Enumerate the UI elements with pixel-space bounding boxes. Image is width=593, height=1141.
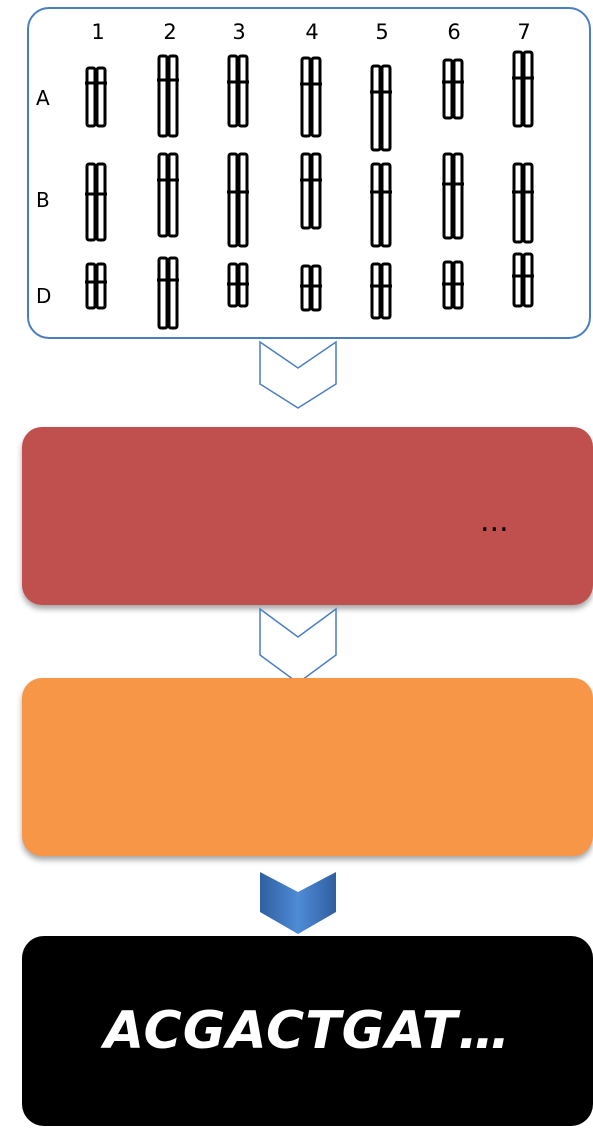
chromosome-icon <box>157 256 179 330</box>
ellipsis: ... <box>480 504 509 539</box>
chromosome-number: 2 <box>163 20 177 44</box>
chromosome-icon <box>85 162 107 242</box>
chromosome-icon <box>227 54 249 128</box>
chromosome-icon <box>442 260 464 310</box>
chromosome-icon <box>370 262 392 320</box>
genome-label: D <box>36 284 52 308</box>
chromosome-icon <box>85 66 107 128</box>
chromosome-number: 3 <box>232 20 246 44</box>
chromosome-icon <box>512 252 534 308</box>
chromosome-icon <box>370 162 392 248</box>
chromosome-icon <box>512 162 534 244</box>
sequence-panel: ACGACTGAT… <box>22 936 593 1126</box>
flow-sorting-panel <box>22 427 593 605</box>
chromosome-icon <box>157 152 179 238</box>
dna-sequence: ACGACTGAT… <box>103 1001 512 1061</box>
chromosome-number: 4 <box>305 20 319 44</box>
chromosome-number: 1 <box>91 20 105 44</box>
chromosome-icon <box>157 54 179 138</box>
genome-label: B <box>36 188 50 212</box>
down-arrow-outline-icon <box>259 340 337 409</box>
down-arrow-outline-icon <box>259 607 337 684</box>
chromosome-number: 5 <box>375 20 389 44</box>
chromosome-icon <box>300 264 322 312</box>
chromosome-number: 6 <box>447 20 461 44</box>
down-arrow-filled-icon <box>260 872 336 934</box>
chromosome-icon <box>512 50 534 128</box>
chromosome-icon <box>370 64 392 152</box>
chromosome-number: 7 <box>517 20 531 44</box>
chromosome-icon <box>300 152 322 230</box>
sequencing-reads-panel <box>22 678 593 856</box>
chromosome-icon <box>442 58 464 120</box>
chromosome-icon <box>227 262 249 308</box>
chromosome-icon <box>85 262 107 310</box>
chromosome-icon <box>227 152 249 248</box>
chromosome-icon <box>300 56 322 138</box>
chromosome-icon <box>442 152 464 240</box>
genome-label: A <box>36 86 50 110</box>
